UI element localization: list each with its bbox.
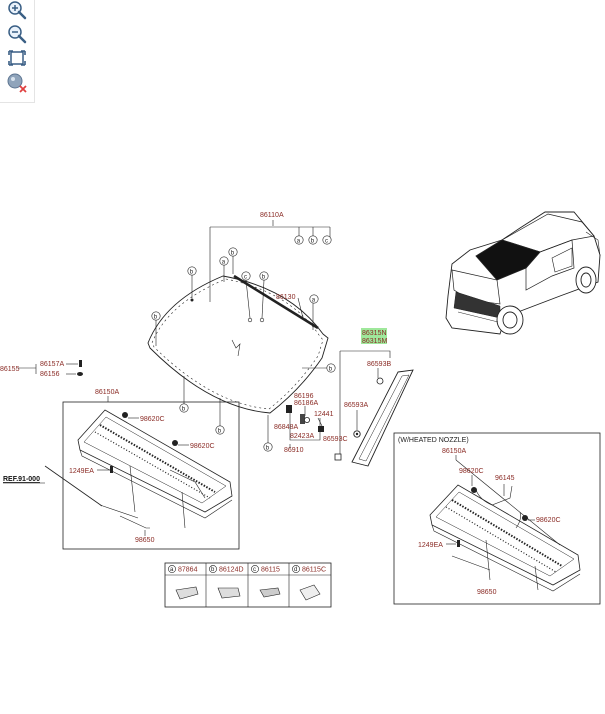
label-86186A: 86186A [294,400,318,407]
label-96145: 96145 [495,475,515,482]
svg-text:b: b [329,366,333,372]
label-98650-right: 98650 [477,589,497,596]
svg-text:b: b [190,269,194,275]
clip-86593B[interactable] [376,377,384,385]
clip-86156[interactable] [77,372,83,376]
screw-1249EA-left[interactable] [110,466,113,473]
legend-sketch-b [217,587,241,599]
legend-sketch-a [175,586,199,600]
label-86848A: 86848A [274,424,298,431]
svg-text:b: b [211,567,215,573]
label-1249EA-left: 1249EA [69,468,94,475]
svg-text:d: d [294,567,297,573]
ref-91-000-link[interactable]: REF.91-000 [3,476,40,483]
label-86156: 86156 [40,371,60,378]
label-86157A: 86157A [40,361,64,368]
svg-text:c: c [244,274,247,280]
legend-part-c[interactable]: 86115 [261,567,280,574]
heated-hose-96145[interactable] [475,484,521,529]
label-98650-left: 98650 [135,537,155,544]
cowl-panel-box-left [62,401,240,550]
vehicle-illustration [445,211,601,335]
label-82423A: 82423A [290,433,314,440]
label-12441: 12441 [314,411,334,418]
label-86315M: 86315M [362,338,387,345]
svg-text:b: b [262,274,266,280]
svg-text:a: a [170,567,174,573]
legend-table: a 87864 b 86124D c 86115 d 86115C [164,562,332,608]
windshield-glass[interactable] [147,275,329,414]
svg-text:b: b [182,406,186,412]
label-86130: 86130 [276,294,296,301]
label-86150A-left: 86150A [95,389,119,396]
label-98620C-right-1: 98620C [459,468,484,475]
zoom-in-icon[interactable] [6,0,28,22]
label-86196: 86196 [294,393,314,400]
zoom-out-icon[interactable] [6,24,28,46]
glass-callouts: b a b c b b b b b b a [151,247,336,452]
clip-86848A[interactable] [286,405,292,413]
highlight-86315N [361,328,387,344]
legend-part-d[interactable]: 86115C [302,567,326,574]
callout-c-top: c [325,238,328,244]
legend-part-a[interactable]: 87864 [178,567,198,574]
bolt-12441[interactable] [318,426,324,432]
callout-b-top: b [311,238,315,244]
label-86593A: 86593A [344,402,368,409]
fit-to-window-icon[interactable] [6,48,28,70]
top-moulding[interactable] [233,274,319,330]
heated-nozzle-title: (W/HEATED NOZZLE) [398,437,469,444]
label-86910: 86910 [284,447,304,454]
label-98620C-left-1: 98620C [140,416,165,423]
label-86315N[interactable]: 86315N [362,330,387,337]
nozzle-98620C-right-2[interactable] [522,515,528,521]
reset-zoom-icon[interactable] [6,72,28,94]
legend-sketch-d [299,584,321,601]
label-86155: 86155 [0,366,20,373]
screw-1249EA-right[interactable] [457,540,460,547]
cowl-panel-right[interactable] [429,484,581,592]
legend-sketch-c [259,587,281,598]
svg-text:b: b [218,428,222,434]
label-98620C-right-2: 98620C [536,517,561,524]
cowl-panel-left[interactable] [77,409,233,519]
label-98620C-left-2: 98620C [190,443,215,450]
svg-text:a: a [222,259,226,265]
nozzle-98620C-left-2[interactable] [172,440,178,446]
svg-text:b: b [266,445,270,451]
svg-text:b: b [231,250,235,256]
label-86593B: 86593B [367,361,391,368]
label-1249EA-right: 1249EA [418,542,443,549]
label-86110A: 86110A [260,212,284,219]
label-86593C: 86593C [323,436,348,443]
svg-text:c: c [253,567,256,573]
heated-nozzle-box [393,432,601,605]
viewer-toolbar [0,0,35,103]
legend-part-b[interactable]: 86124D [219,567,244,574]
nozzle-98620C-left-1[interactable] [122,412,128,418]
nozzle-98620C-right-1[interactable] [471,487,477,493]
clip-86196[interactable] [300,414,305,424]
clip-86157A[interactable] [79,360,82,367]
nut-86186A[interactable] [303,416,310,423]
svg-text:b: b [154,314,158,320]
a-pillar-trim[interactable] [351,369,414,467]
callout-a-top: a [297,238,301,244]
clip-86593C[interactable] [334,453,342,461]
svg-text:a: a [312,297,316,303]
label-86150A-right: 86150A [442,448,466,455]
